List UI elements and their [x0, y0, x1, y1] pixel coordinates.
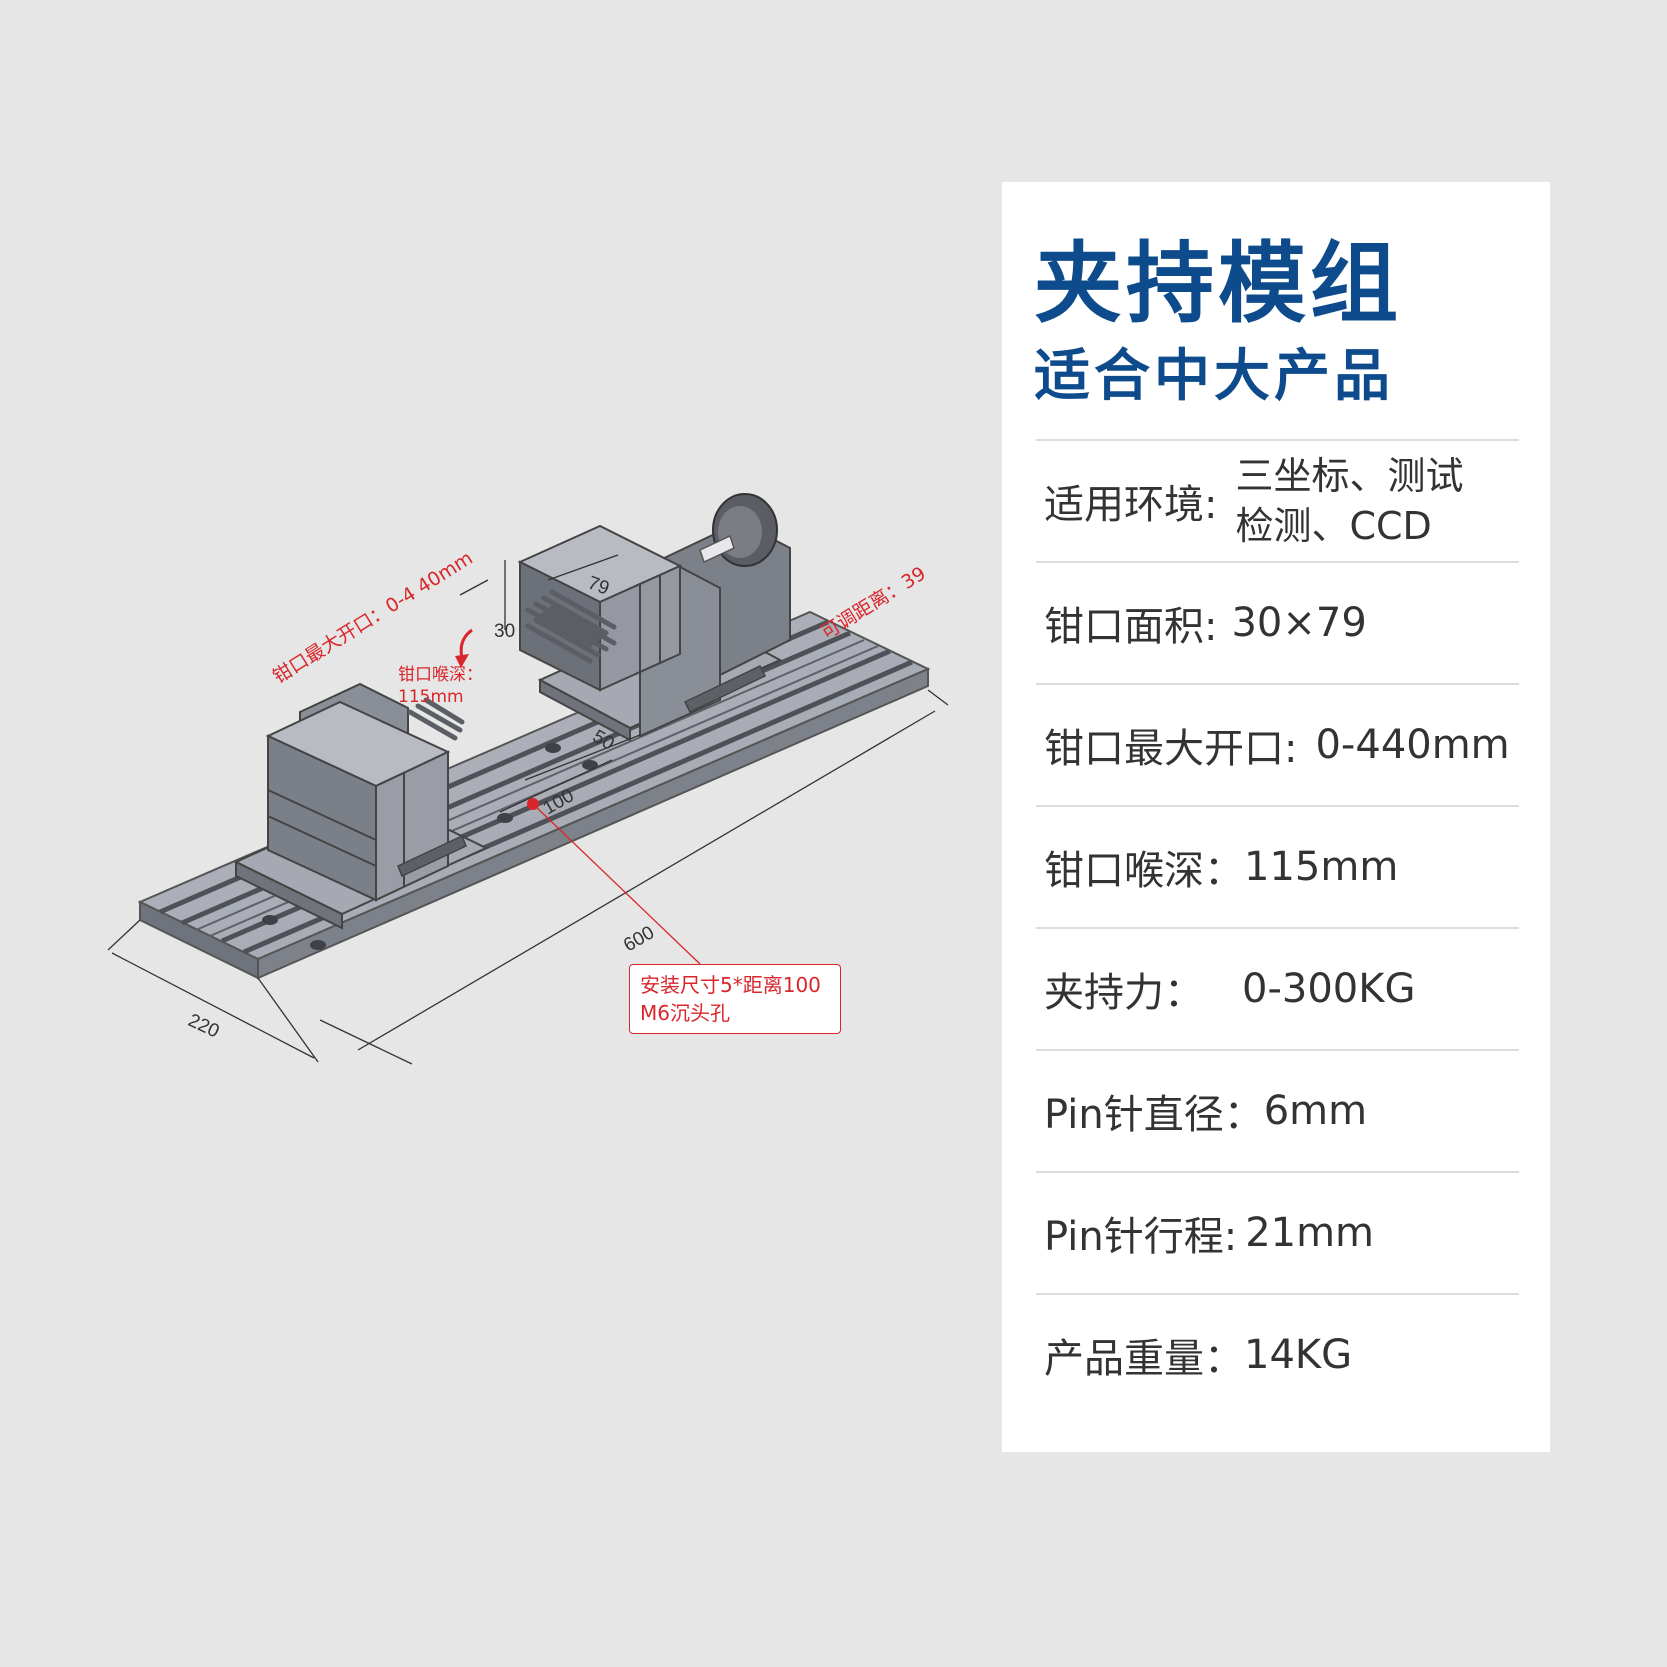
product-subtitle: 适合中大产品 [1034, 344, 1394, 409]
throat-depth-note-label: 钳口喉深： [398, 665, 483, 685]
movable-vise-body [233, 682, 489, 930]
spec-label: 产品重量： [1044, 1336, 1244, 1382]
fixture-module-drawing: 600 220 79 30 50 100 钳口最大开口：0-4 40mm 可调距… [107, 493, 949, 1065]
spec-value: 0-440mm [1315, 722, 1510, 768]
spec-label: Pin针行程: [1044, 1214, 1238, 1260]
dimension-lines [107, 554, 949, 1065]
fixed-vise-body [517, 493, 791, 742]
dim-jaw-height-label: 30 [494, 621, 515, 642]
spec-label: 适用环境: [1044, 482, 1218, 528]
spec-value: 三坐标、测试 检测、CCD [1235, 451, 1463, 551]
spec-value: 30×79 [1231, 600, 1367, 646]
callout-leader-line [532, 803, 701, 965]
spec-row-weight: 产品重量： 14KG [1036, 1293, 1519, 1415]
base-plate [137, 610, 931, 980]
throat-depth-note-value: 115mm [398, 687, 464, 707]
callout-line-2: M6沉头孔 [640, 1001, 730, 1025]
spec-value: 14KG [1244, 1332, 1353, 1378]
adjust-distance-note: 可调距离：39 [817, 562, 930, 644]
spec-label: 夹持力： [1044, 970, 1204, 1016]
spec-row-throat-depth: 钳口喉深： 115mm [1036, 805, 1519, 927]
spec-row-clamping-force: 夹持力： 0-300KG [1036, 927, 1519, 1049]
spec-value: 0-300KG [1242, 966, 1416, 1012]
spec-card: 夹持模组 适合中大产品 适用环境: 三坐标、测试 检测、CCD 钳口面积: 30… [1002, 182, 1550, 1452]
spec-value: 21mm [1245, 1210, 1375, 1256]
spec-label: 钳口喉深： [1044, 848, 1244, 894]
spec-row-max-opening: 钳口最大开口: 0-440mm [1036, 683, 1519, 805]
spec-value-line-1: 三坐标、测试 [1235, 454, 1464, 498]
spec-value-line-2: 检测、CCD [1235, 504, 1432, 548]
spec-row-pin-stroke: Pin针行程: 21mm [1036, 1171, 1519, 1293]
product-title: 夹持模组 [1034, 232, 1403, 335]
spec-label: Pin针直径： [1044, 1092, 1264, 1138]
throat-arrow [459, 628, 473, 659]
hole-marker-dot [527, 798, 539, 810]
spec-label: 钳口面积: [1044, 604, 1218, 650]
spec-row-pin-diameter: Pin针直径： 6mm [1036, 1049, 1519, 1171]
dim-width-label: 220 [185, 1010, 223, 1042]
spec-label: 钳口最大开口: [1044, 726, 1298, 772]
dim-length-label: 600 [620, 922, 658, 956]
spec-row-jaw-area: 钳口面积: 30×79 [1036, 561, 1519, 683]
spec-value: 115mm [1244, 844, 1399, 890]
callout-line-1: 安装尺寸5*距离100 [640, 973, 821, 997]
mounting-callout: 安装尺寸5*距离100 M6沉头孔 [629, 964, 841, 1034]
spec-list: 适用环境: 三坐标、测试 检测、CCD 钳口面积: 30×79 钳口最大开口: … [1036, 439, 1519, 1415]
spec-row-environment: 适用环境: 三坐标、测试 检测、CCD [1036, 439, 1519, 561]
spec-value: 6mm [1263, 1088, 1368, 1134]
